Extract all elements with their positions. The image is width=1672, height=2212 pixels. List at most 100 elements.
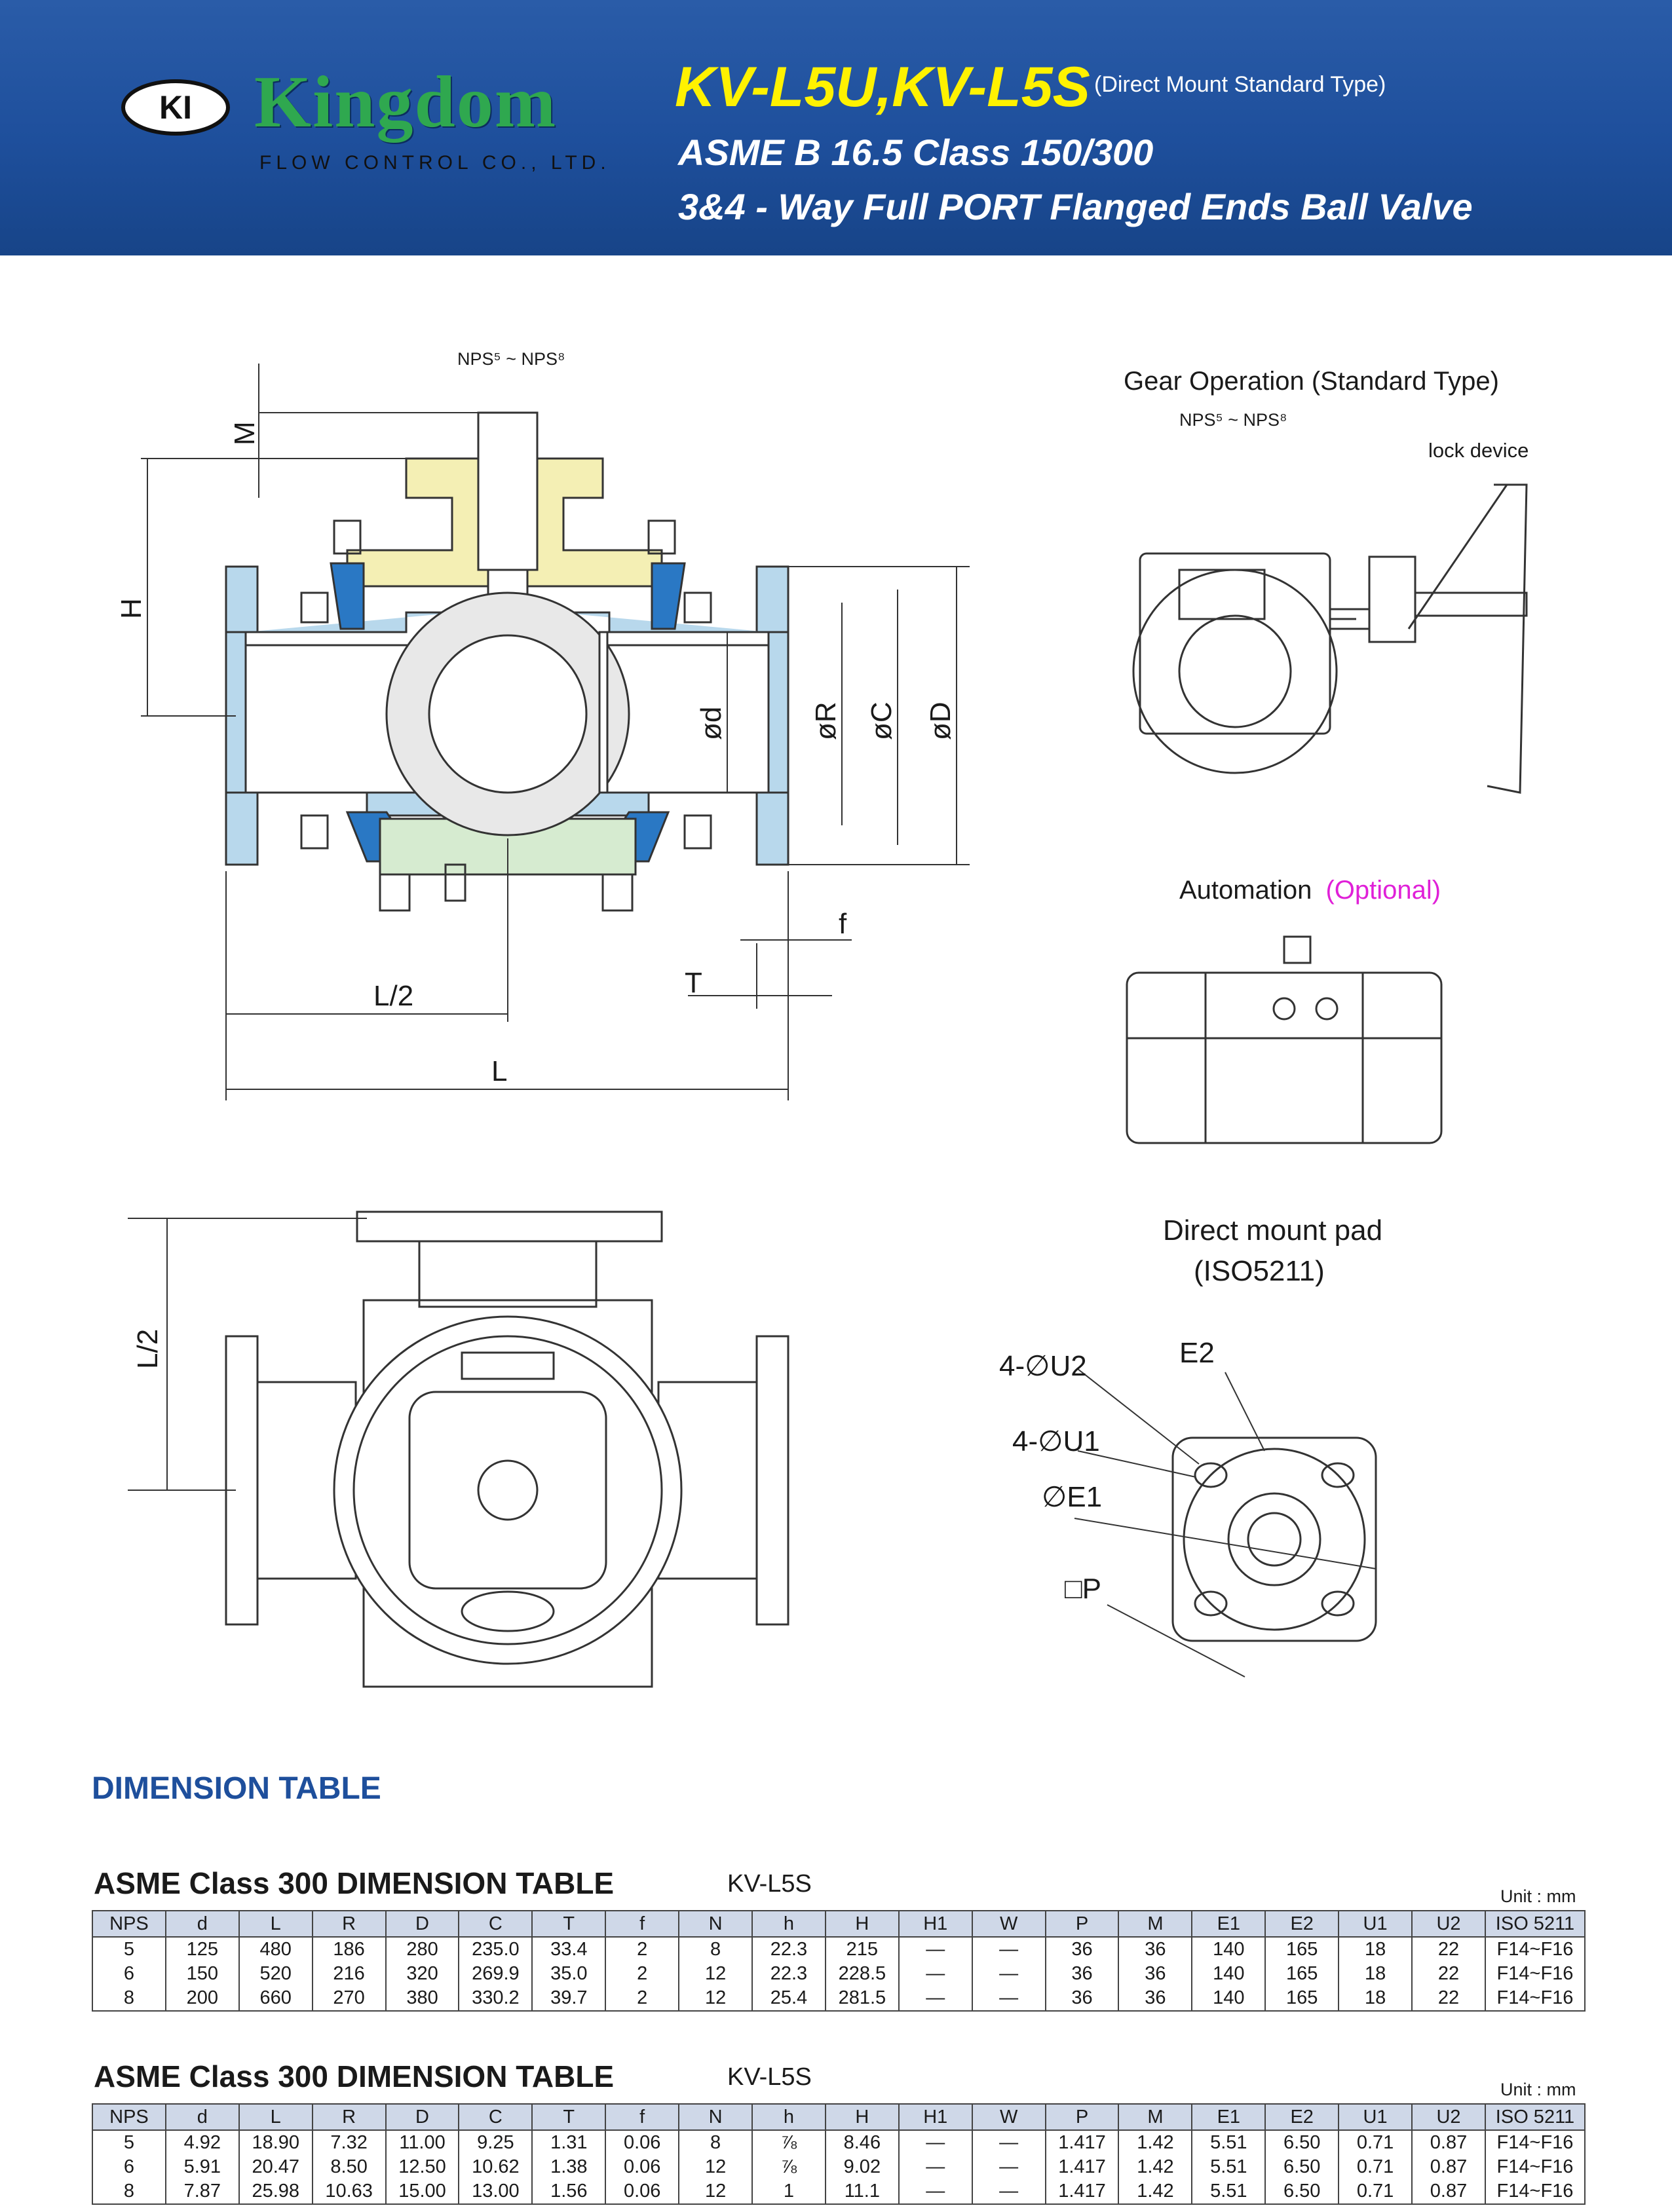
table-cell: 36: [1118, 1962, 1193, 1986]
table-cell: 1.31: [531, 2130, 607, 2155]
table-cell: 20.47: [238, 2155, 313, 2179]
table-cell: 39.7: [531, 1986, 607, 2012]
column-header: M: [1118, 2103, 1193, 2131]
table-cell: 18: [1338, 1937, 1413, 1962]
table-cell: 200: [164, 1986, 240, 2012]
table-cell: 125: [164, 1937, 240, 1962]
table-cell: 5.91: [164, 2155, 240, 2179]
column-header: T: [531, 2103, 607, 2131]
column-header: P: [1044, 1910, 1120, 1938]
table-cell: 12: [678, 2155, 753, 2179]
table-cell: 7.32: [311, 2130, 387, 2155]
dim-label-E1: ∅E1: [1042, 1481, 1102, 1513]
table-cell: 330.2: [458, 1986, 533, 2012]
table-cell: —: [971, 2179, 1046, 2205]
table-cell: 1: [751, 2179, 826, 2205]
table-cell: 165: [1264, 1962, 1340, 1986]
table-cell: 22: [1411, 1962, 1486, 1986]
table-cell: 11.1: [824, 2179, 900, 2205]
column-header: d: [164, 1910, 240, 1938]
table-cell: 12: [678, 1962, 753, 1986]
column-header: C: [458, 2103, 533, 2131]
table-cell: ⅞: [751, 2155, 826, 2179]
description-title: 3&4 - Way Full PORT Flanged Ends Ball Va…: [678, 186, 1473, 227]
table-cell: F14~F16: [1485, 2130, 1586, 2155]
column-header: H1: [898, 2103, 973, 2131]
ki-logo-icon: KI: [121, 79, 230, 136]
table-cell: 18: [1338, 1986, 1413, 2012]
table-cell: 22.3: [751, 1962, 826, 1986]
table-cell: 235.0: [458, 1937, 533, 1962]
table-cell: 2: [605, 1962, 680, 1986]
table-cell: 15.00: [385, 2179, 460, 2205]
table-1-model: KV-L5S: [727, 1870, 812, 1898]
column-header: R: [311, 1910, 387, 1938]
table-cell: 2: [605, 1986, 680, 2012]
table-cell: 520: [238, 1962, 313, 1986]
column-header: E1: [1191, 2103, 1266, 2131]
table-cell: 18.90: [238, 2130, 313, 2155]
column-header: H1: [898, 1910, 973, 1938]
dim-label-H: H: [115, 598, 147, 619]
table-cell: 33.4: [531, 1937, 607, 1962]
table-1-title: ASME Class 300 DIMENSION TABLE: [94, 1866, 615, 1900]
dim-label-L-half-side: L/2: [132, 1329, 164, 1369]
column-header: ISO 5211: [1485, 2103, 1586, 2131]
table-cell: 0.06: [605, 2155, 680, 2179]
column-header: P: [1044, 2103, 1120, 2131]
section-title: DIMENSION TABLE: [92, 1771, 381, 1806]
table-cell: 1.417: [1044, 2179, 1120, 2205]
table-cell: 2: [605, 1937, 680, 1962]
table-cell: 9.25: [458, 2130, 533, 2155]
table-cell: 13.00: [458, 2179, 533, 2205]
column-header: U2: [1411, 1910, 1486, 1938]
table-cell: 36: [1044, 1937, 1120, 1962]
column-header: H: [824, 1910, 900, 1938]
column-header: T: [531, 1910, 607, 1938]
column-header: M: [1118, 1910, 1193, 1938]
model-note: (Direct Mount Standard Type): [1094, 72, 1386, 97]
table-cell: 22: [1411, 1937, 1486, 1962]
table-cell: 25.4: [751, 1986, 826, 2012]
column-header: W: [971, 1910, 1046, 1938]
column-header: N: [678, 2103, 753, 2131]
table-cell: 36: [1118, 1937, 1193, 1962]
automation-view: [1126, 935, 1443, 1144]
table-cell: 22.3: [751, 1937, 826, 1962]
table-cell: 9.02: [824, 2155, 900, 2179]
table-cell: 6.50: [1264, 2179, 1340, 2205]
column-header: U1: [1338, 2103, 1413, 2131]
table-cell: 320: [385, 1962, 460, 1986]
column-header: R: [311, 2103, 387, 2131]
table-cell: 269.9: [458, 1962, 533, 1986]
table-cell: —: [971, 1962, 1046, 1986]
column-header: U2: [1411, 2103, 1486, 2131]
column-header: W: [971, 2103, 1046, 2131]
column-header: d: [164, 2103, 240, 2131]
dim-label-L-half: L/2: [373, 980, 413, 1012]
table-cell: 12.50: [385, 2155, 460, 2179]
column-header: f: [605, 1910, 680, 1938]
table-cell: 281.5: [824, 1986, 900, 2012]
table-cell: 8.46: [824, 2130, 900, 2155]
table-cell: 36: [1118, 1986, 1193, 2012]
column-header: D: [385, 2103, 460, 2131]
table-cell: 216: [311, 1962, 387, 1986]
lock-device-label: lock device: [1428, 439, 1529, 462]
table-cell: 5: [92, 1937, 166, 1962]
column-header: D: [385, 1910, 460, 1938]
table-2-unit: Unit : mm: [1500, 2080, 1576, 2099]
column-header: E2: [1264, 2103, 1340, 2131]
table-cell: 1.42: [1118, 2155, 1193, 2179]
table-cell: —: [898, 1962, 973, 1986]
table-cell: 0.71: [1338, 2130, 1413, 2155]
table-cell: 0.87: [1411, 2130, 1486, 2155]
table-cell: 1.56: [531, 2179, 607, 2205]
table-cell: 215: [824, 1937, 900, 1962]
